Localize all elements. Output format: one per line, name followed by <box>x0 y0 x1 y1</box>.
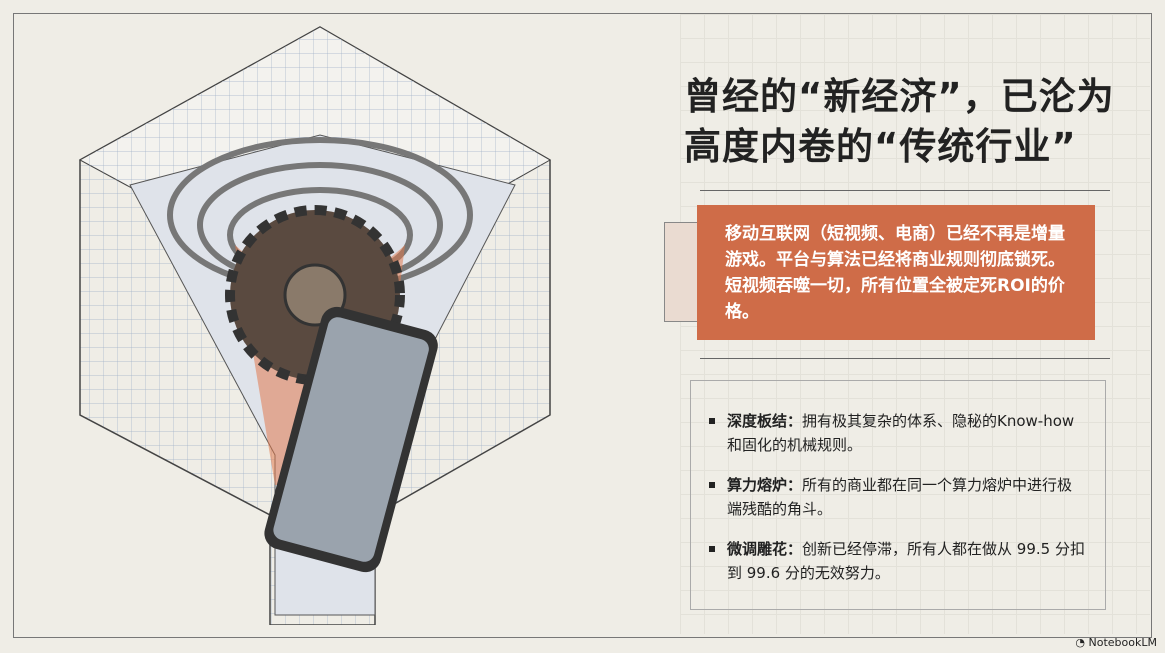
callout-tab <box>664 222 698 322</box>
bullet-marker <box>709 546 715 552</box>
highlight-callout: 移动互联网（短视频、电商）已经不再是增量游戏。平台与算法已经将商业规则彻底锁死。… <box>697 205 1095 340</box>
bullet-text: 所有的商业都在同一个算力熔炉中进行极端残酷的角斗。 <box>727 476 1073 518</box>
notebooklm-logo-icon: ◔ <box>1075 636 1089 649</box>
bullet-marker <box>709 418 715 424</box>
bullet-term: 微调雕花： <box>727 540 803 558</box>
phone-icon <box>264 306 438 573</box>
bullet-list: 深度板结：拥有极其复杂的体系、隐秘的Know-how和固化的机械规则。 算力熔炉… <box>690 380 1106 610</box>
bullet-text: 拥有极其复杂的体系、隐秘的Know-how和固化的机械规则。 <box>727 412 1075 454</box>
bullet-item: 微调雕花：创新已经停滞，所有人都在做从 99.5 分扣到 99.6 分的无效努力… <box>709 537 1087 585</box>
bullet-term: 算力熔炉： <box>727 476 803 494</box>
slide-title: 曾经的“新经济”，已沦为 高度内卷的“传统行业” <box>684 72 1115 172</box>
slide-frame <box>13 13 1152 638</box>
title-line-1: 曾经的“新经济”，已沦为 <box>684 75 1115 118</box>
funnel-gear-phone-illustration <box>78 26 552 625</box>
dimension-line-bottom <box>700 358 1110 359</box>
watermark-text: NotebookLM <box>1088 636 1157 649</box>
bullet-marker <box>709 482 715 488</box>
bullet-text: 创新已经停滞，所有人都在做从 99.5 分扣到 99.6 分的无效努力。 <box>727 540 1085 582</box>
title-line-2: 高度内卷的“传统行业” <box>684 125 1077 168</box>
bullet-item: 深度板结：拥有极其复杂的体系、隐秘的Know-how和固化的机械规则。 <box>709 409 1087 457</box>
notebooklm-watermark: ◔ NotebookLM <box>1075 636 1157 649</box>
dimension-line-top <box>700 190 1110 191</box>
bullet-term: 深度板结： <box>727 412 803 430</box>
bullet-item: 算力熔炉：所有的商业都在同一个算力熔炉中进行极端残酷的角斗。 <box>709 473 1087 521</box>
